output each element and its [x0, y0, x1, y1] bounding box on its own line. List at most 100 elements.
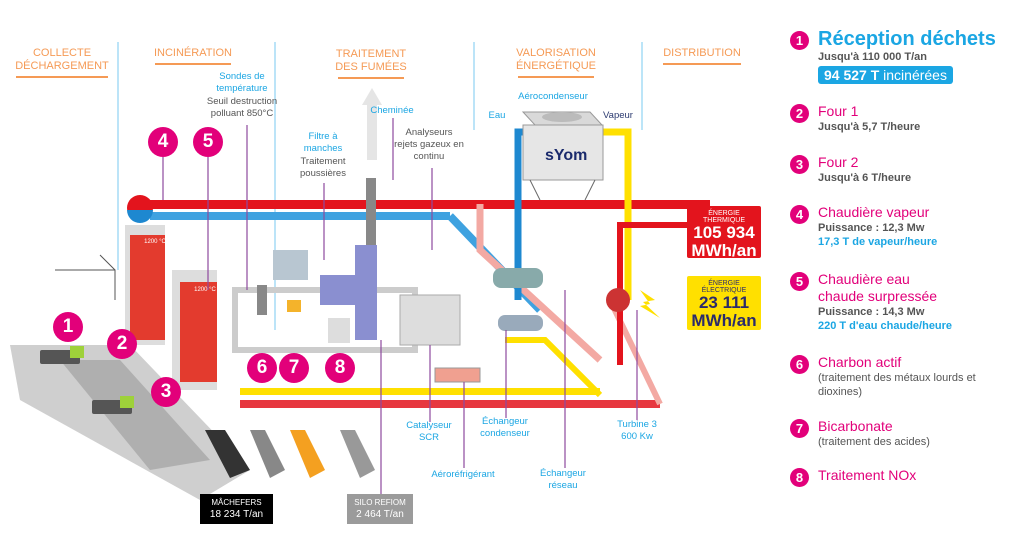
turbine-icon [606, 288, 630, 312]
section-incineration: INCINÉRATION [150, 47, 236, 65]
legend-item-7: 7 Bicarbonate (traitement des acides) [790, 418, 930, 449]
legend-title: Réception déchets [818, 28, 996, 50]
legend-title: Bicarbonate [818, 418, 893, 434]
hot-water-pipe-yellow [240, 388, 600, 395]
legend-number: 3 [790, 155, 809, 174]
energy-label: ÉNERGIE ÉLECTRIQUE [701, 280, 747, 294]
label-eau: Eau [488, 110, 506, 121]
legend-title: Four 1 [818, 103, 859, 119]
output-label: SILO REFIOM [354, 498, 406, 507]
label-vapeur: Vapeur [603, 110, 633, 121]
chimney-exhaust-arrow [362, 88, 382, 160]
energy-value: 23 111 [698, 293, 750, 312]
label-sondes: Sondes de température [216, 71, 268, 94]
legend-sub-blue: 17,3 T de vapeur/heure [818, 236, 938, 248]
legend-title: Chaudière vapeur [818, 204, 930, 220]
legend-number: 2 [790, 104, 809, 123]
legend-number: 5 [790, 272, 809, 291]
section-underline [518, 76, 594, 78]
legend-sub-blue: 220 T d'eau chaude/heure [818, 320, 953, 332]
highlight-value: 94 527 T [824, 67, 880, 83]
section-underline [663, 63, 741, 65]
water-pipe [150, 212, 450, 220]
label-aerocondenseur: Aérocondenseur [518, 91, 588, 102]
furnace-2 [180, 282, 217, 382]
aerorefrigerant-icon [434, 367, 481, 383]
bicarbonate-silo [287, 300, 301, 312]
energy-unit: MWh/an [691, 241, 757, 260]
energy-label: ÉNERGIE THERMIQUE [703, 210, 745, 224]
condenser-steam-pipe [600, 128, 632, 300]
label-aerorefrigerant: Aéroréfrigérant [431, 469, 495, 480]
highlight-text: incinérées [883, 67, 947, 83]
furnace-1-temp: 1200 °C [144, 239, 166, 245]
legend-title: Chaudière eau chaude surpressée [818, 271, 938, 304]
legend-item-1: 1 Réception déchets Jusqu'à 110 000 T/an… [790, 28, 1020, 85]
output-value: 2 464 T/an [356, 509, 404, 520]
output-label: MÂCHEFERS [211, 498, 262, 507]
section-line: VALORISATION [516, 47, 596, 59]
section-line: ÉNERGÉTIQUE [515, 60, 597, 72]
label-echangeur-condenseur: Échangeur condenseur [480, 416, 530, 439]
legend-number: 7 [790, 419, 809, 438]
label-cheminee: Cheminée [370, 105, 414, 116]
steam-pipe [150, 200, 710, 209]
energy-electrique-box: ÉNERGIE ÉLECTRIQUE 23 111 MWh/an [687, 276, 761, 330]
section-line: DÉCHARGEMENT [15, 60, 109, 72]
bag-filter [273, 250, 308, 280]
badge-6: 6 [247, 353, 277, 383]
legend-note: (traitement des acides) [818, 436, 930, 448]
refiom-box: SILO REFIOM 2 464 T/an [347, 494, 413, 524]
legend-title: Four 2 [818, 154, 859, 170]
exchanger-network-icon [493, 268, 543, 288]
badge-1: 1 [53, 312, 83, 342]
legend-number: 4 [790, 205, 809, 224]
section-dividers [117, 42, 643, 330]
badge-8: 8 [325, 353, 355, 383]
legend-item-6: 6 Charbon actif (traitement des métaux lou… [790, 354, 1022, 399]
section-line: DISTRIBUTION [663, 47, 741, 59]
badge-2: 2 [107, 329, 137, 359]
legend-number: 6 [790, 355, 809, 374]
section-line: TRAITEMENT [335, 48, 407, 60]
legend-sub: Jusqu'à 110 000 T/an [818, 51, 928, 63]
legend-title: Charbon actif [818, 354, 902, 370]
energy-thermique-box: ÉNERGIE THERMIQUE 105 934 MWh/an [687, 206, 761, 260]
crane-icon [55, 254, 116, 300]
activated-carbon-silo [257, 285, 267, 315]
furnace-1 [130, 235, 165, 340]
exchanger-condenser-icon [498, 315, 543, 331]
output-value: 18 234 T/an [209, 509, 264, 520]
label-catalyseur: Catalyseur SCR [406, 420, 452, 443]
badge-4: 4 [148, 127, 178, 157]
legend-highlight: 94 527 T incinérées [818, 66, 953, 84]
hot-water-pipe-red [240, 400, 660, 408]
legend-sub: Puissance : 14,3 Mw [818, 306, 925, 318]
machefers-box: MÂCHEFERS 18 234 T/an [200, 494, 273, 524]
badge-5: 5 [193, 127, 223, 157]
aerocondenser-icon [521, 111, 604, 201]
label-seuil: Seuil destruction polluant 850°C [206, 96, 278, 119]
legend-number: 1 [790, 31, 809, 50]
section-line: INCINÉRATION [153, 47, 233, 59]
collection-truck-icon [40, 346, 84, 364]
section-underline [338, 77, 404, 79]
section-line: DES FUMÉES [335, 61, 407, 73]
collection-truck-icon [92, 396, 134, 414]
legend-title: Traitement NOx [818, 467, 917, 483]
lightning-icon [640, 290, 660, 318]
energy-value: 105 934 [693, 223, 755, 242]
legend-note: (traitement des métaux lourds et dioxine… [818, 372, 976, 398]
badge-3: 3 [151, 377, 181, 407]
legend-item-3: 3 Four 2 Jusqu'à 6 T/heure [790, 154, 911, 185]
section-line: COLLECTE [32, 47, 92, 59]
label-turbine: Turbine 3 600 Kw [617, 419, 657, 442]
legend-sub: Jusqu'à 6 T/heure [818, 172, 912, 184]
plant-diagram: sYom [10, 42, 710, 500]
energy-unit: MWh/an [691, 311, 757, 330]
